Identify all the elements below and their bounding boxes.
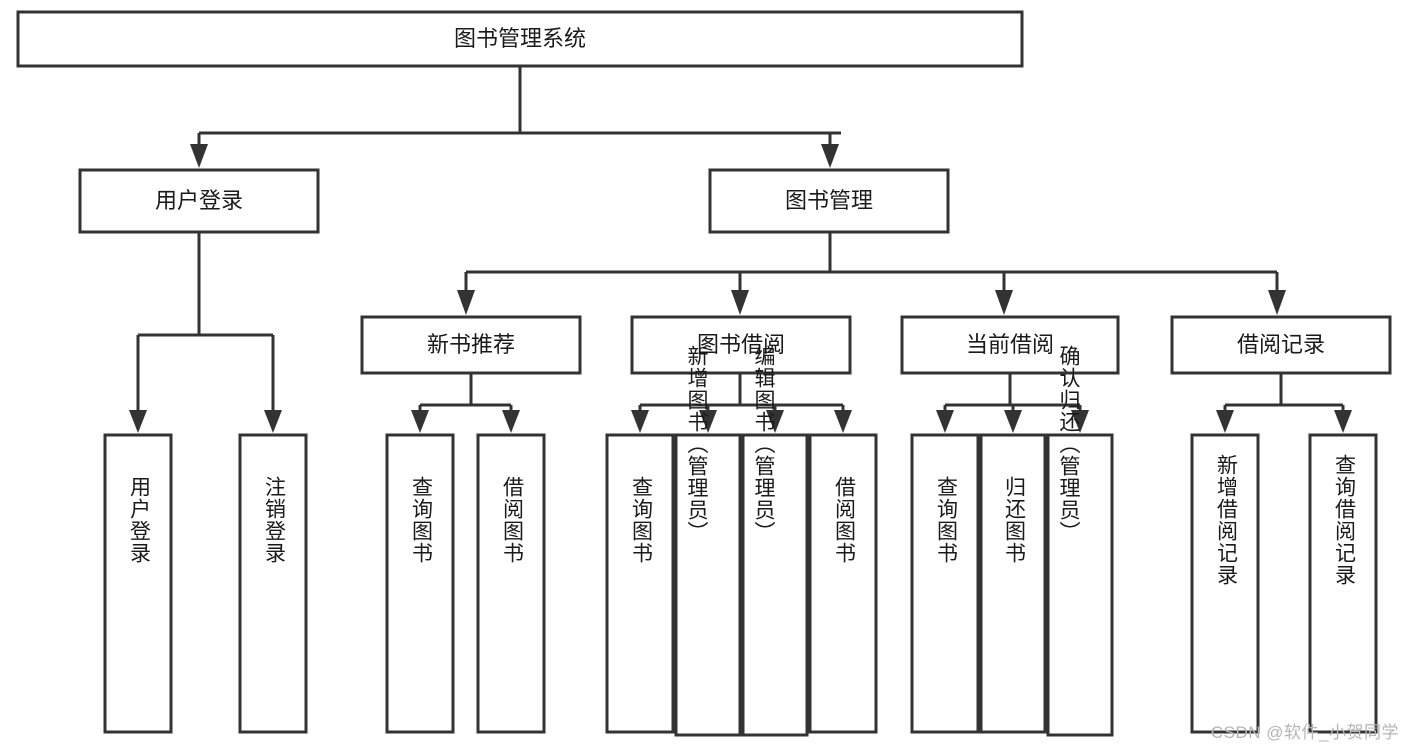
arrow-bm-to-book-borrow [731,290,749,315]
connector-layer [129,66,1352,433]
arrow-book-borrow-leaf-4 [834,410,852,433]
arrow-user-login-leaf-2 [264,410,282,433]
node-leaf-edit-book-admin-box[interactable] [741,433,809,737]
node-leaf-query-borrow-record-label: 查询借阅记录 [1332,454,1356,586]
arrow-root-to-user-login [190,144,208,168]
node-book-management-label: 图书管理 [785,188,873,213]
node-borrow-record-box[interactable] [1170,315,1392,375]
node-user-login[interactable]: 用户登录 [78,168,320,234]
node-leaf-borrow-book[interactable]: 借阅图书 [808,433,878,734]
arrow-book-borrow-leaf-3 [766,410,784,433]
node-leaf-logout-box[interactable] [238,433,308,734]
node-current-borrow[interactable]: 当前借阅 [900,315,1120,375]
node-borrow-record[interactable]: 借阅记录 [1170,315,1392,375]
node-leaf-add-borrow-record-label: 新增借阅记录 [1214,454,1238,586]
node-leaf-query-book-current-label: 查询图书 [934,476,958,564]
node-leaf-user-login-box[interactable] [103,433,173,734]
node-current-borrow-label: 当前借阅 [966,332,1054,357]
node-book-management-box[interactable] [708,168,950,234]
node-new-book-recommend[interactable]: 新书推荐 [360,315,582,375]
node-new-book-recommend-box[interactable] [360,315,582,375]
node-leaf-confirm-return-admin-box[interactable] [1046,433,1114,737]
node-leaf-user-login-label: 用户登录 [127,476,151,564]
node-leaf-add-book-admin[interactable]: 新增图书（管理员） [674,345,742,737]
arrow-current-borrow-leaf-3 [1071,410,1089,433]
arrow-borrow-record-leaf-1 [1216,410,1234,433]
node-new-book-recommend-label: 新书推荐 [427,332,515,357]
node-book-borrow[interactable]: 图书借阅 [630,315,852,375]
node-leaf-query-borrow-record-box[interactable] [1308,433,1378,734]
node-leaf-query-book-current-box[interactable] [910,433,980,734]
node-root[interactable]: 图书管理系统 [16,10,1024,68]
arrow-current-borrow-leaf-2 [1004,410,1022,433]
node-leaf-add-borrow-record[interactable]: 新增借阅记录 [1190,433,1260,734]
node-current-borrow-box[interactable] [900,315,1120,375]
node-leaf-add-book-admin-label: 新增图书（管理员） [685,345,709,543]
arrow-current-borrow-leaf-1 [936,410,954,433]
node-root-box[interactable] [16,10,1024,68]
arrow-new-book-leaf-2 [502,410,520,433]
node-leaf-logout[interactable]: 注销登录 [238,433,308,734]
node-leaf-confirm-return-admin[interactable]: 确认归还（管理员） [1046,345,1114,737]
arrow-book-borrow-leaf-2 [699,410,717,433]
arrow-bm-to-borrow-record [1268,290,1286,315]
node-root-label: 图书管理系统 [454,26,586,51]
node-leaf-query-book-borrow-box[interactable] [605,433,675,734]
node-leaf-borrow-book-rec[interactable]: 借阅图书 [476,433,546,734]
node-leaf-query-book-rec-label: 查询图书 [409,476,433,564]
node-book-borrow-label: 图书借阅 [697,332,785,357]
node-leaf-return-book-label: 归还图书 [1002,476,1026,564]
node-user-login-box[interactable] [78,168,320,234]
arrow-bm-to-new-book [457,290,475,315]
node-leaf-borrow-book-label: 借阅图书 [832,476,856,564]
node-leaf-borrow-book-rec-box[interactable] [476,433,546,734]
arrow-user-login-leaf-1 [129,410,147,433]
node-leaf-return-book[interactable]: 归还图书 [979,433,1047,734]
node-leaf-query-book-borrow-label: 查询图书 [629,476,653,564]
node-book-management[interactable]: 图书管理 [708,168,950,234]
node-leaf-logout-label: 注销登录 [262,476,286,564]
arrow-book-borrow-leaf-1 [631,410,649,433]
node-user-login-label: 用户登录 [155,188,243,213]
node-leaf-user-login[interactable]: 用户登录 [103,433,173,734]
node-leaf-query-borrow-record[interactable]: 查询借阅记录 [1308,433,1378,734]
node-borrow-record-label: 借阅记录 [1237,332,1325,357]
node-leaf-return-book-box[interactable] [979,433,1047,734]
node-leaf-query-book-borrow[interactable]: 查询图书 [605,433,675,734]
node-leaf-edit-book-admin-label: 编辑图书（管理员） [752,345,776,543]
node-leaf-add-borrow-record-box[interactable] [1190,433,1260,734]
arrow-new-book-leaf-1 [411,410,429,433]
node-leaf-edit-book-admin[interactable]: 编辑图书（管理员） [741,345,809,737]
node-leaf-confirm-return-admin-label: 确认归还（管理员） [1057,345,1081,543]
node-leaf-borrow-book-box[interactable] [808,433,878,734]
node-leaf-borrow-book-rec-label: 借阅图书 [500,476,524,564]
node-leaf-query-book-rec[interactable]: 查询图书 [385,433,455,734]
arrow-bm-to-current-borrow [995,290,1013,315]
arrow-borrow-record-leaf-2 [1334,410,1352,433]
arrow-root-to-book-management [821,144,839,168]
node-leaf-query-book-rec-box[interactable] [385,433,455,734]
node-leaf-add-book-admin-box[interactable] [674,433,742,737]
node-book-borrow-box[interactable] [630,315,852,375]
node-leaf-query-book-current[interactable]: 查询图书 [910,433,980,734]
